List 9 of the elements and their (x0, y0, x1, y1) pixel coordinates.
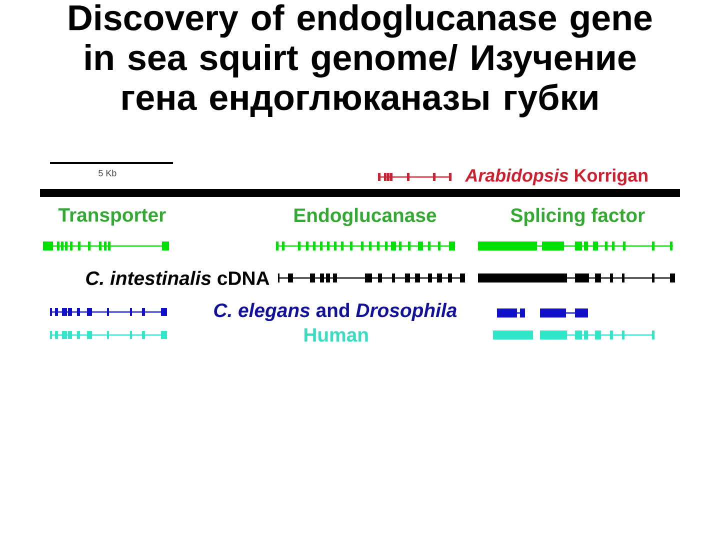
gene-label: Splicing factor (510, 208, 645, 226)
species-label: C. elegans and Drosophila (214, 302, 457, 322)
species-label: C. intestinalis cDNA (86, 270, 270, 286)
species-label: Arabidopsis Korrigan (464, 168, 648, 186)
gene-label: Transporter (58, 208, 166, 226)
scale-label: 5 Kb (98, 170, 116, 176)
title: Discovery of endoglucanase gene in sea squirt genome/ Изучение гена ендоглюканазы губки (69, 4, 652, 118)
gene-label: Endoglucanase (294, 208, 436, 226)
species-label: Human (304, 328, 368, 342)
